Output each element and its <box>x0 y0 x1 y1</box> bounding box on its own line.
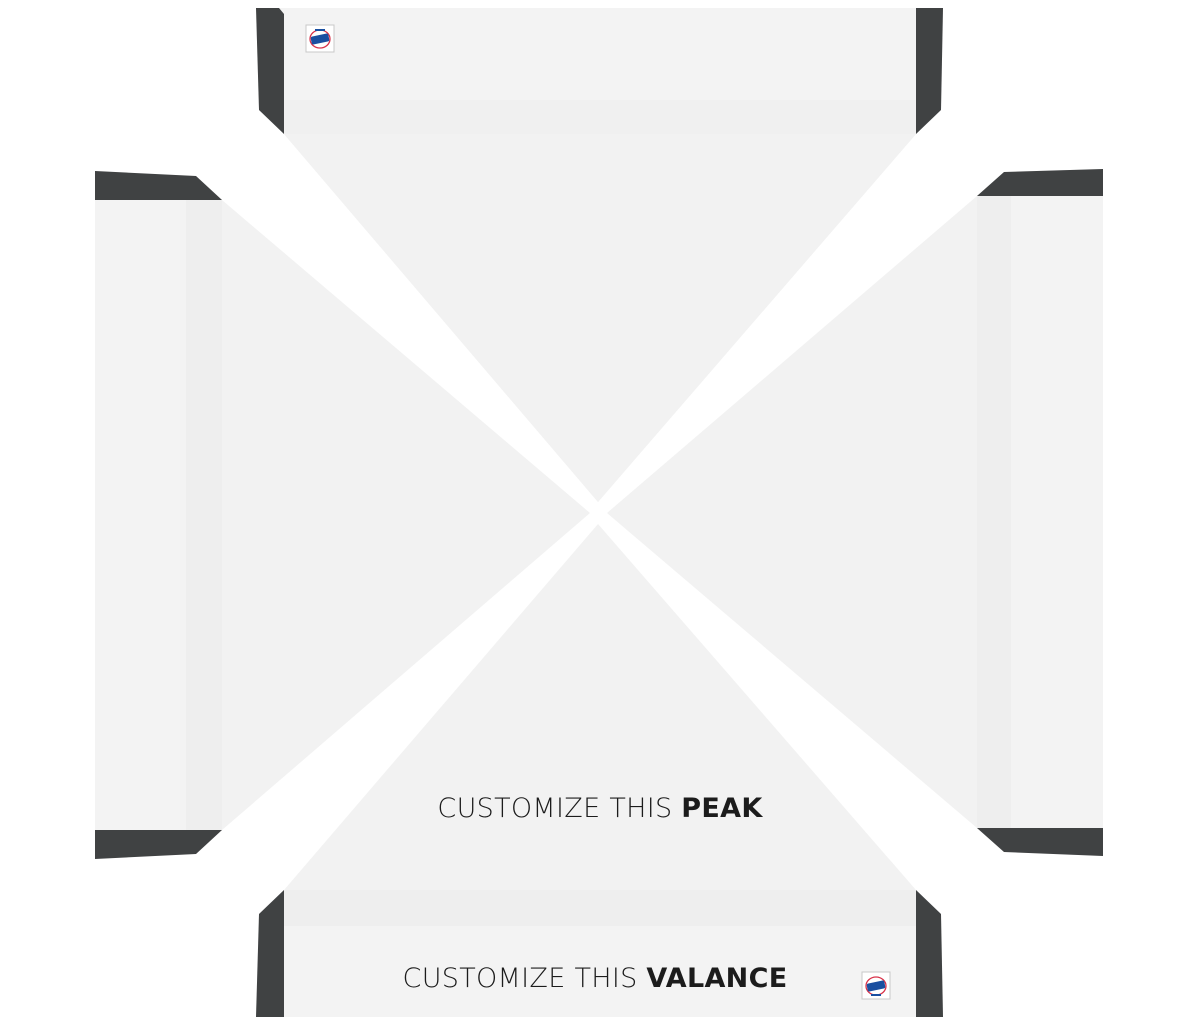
peak-label[interactable]: CUSTOMIZE THIS PEAK <box>437 793 763 824</box>
frame-bar-left-top <box>95 171 222 200</box>
brand-badge-icon <box>861 971 891 1000</box>
left-peak <box>186 200 590 830</box>
valance-label[interactable]: CUSTOMIZE THIS VALANCE <box>403 963 788 994</box>
frame-bar-bottom-right <box>916 890 943 1017</box>
brand-badge-icon <box>305 24 335 53</box>
valance-label-bold: VALANCE <box>646 963 787 994</box>
bottom-peak-hem <box>284 890 916 926</box>
valance-label-regular: CUSTOMIZE THIS <box>403 963 647 994</box>
frame-bar-right-bottom <box>977 828 1103 856</box>
frame-bar-bottom-left <box>256 890 284 1017</box>
frame-bar-right-top <box>977 169 1103 196</box>
frame-bar-top-left <box>256 8 284 134</box>
right-peak <box>607 196 1011 828</box>
right-peak-hem <box>977 196 1011 828</box>
top-peak-inner <box>284 134 916 502</box>
frame-bar-left-bottom <box>95 830 222 859</box>
frame-bar-top-right <box>916 8 943 134</box>
bottom-peak <box>284 524 916 926</box>
peak-label-regular: CUSTOMIZE THIS <box>437 793 681 824</box>
peak-label-bold: PEAK <box>681 793 763 824</box>
left-peak-hem <box>186 200 222 830</box>
